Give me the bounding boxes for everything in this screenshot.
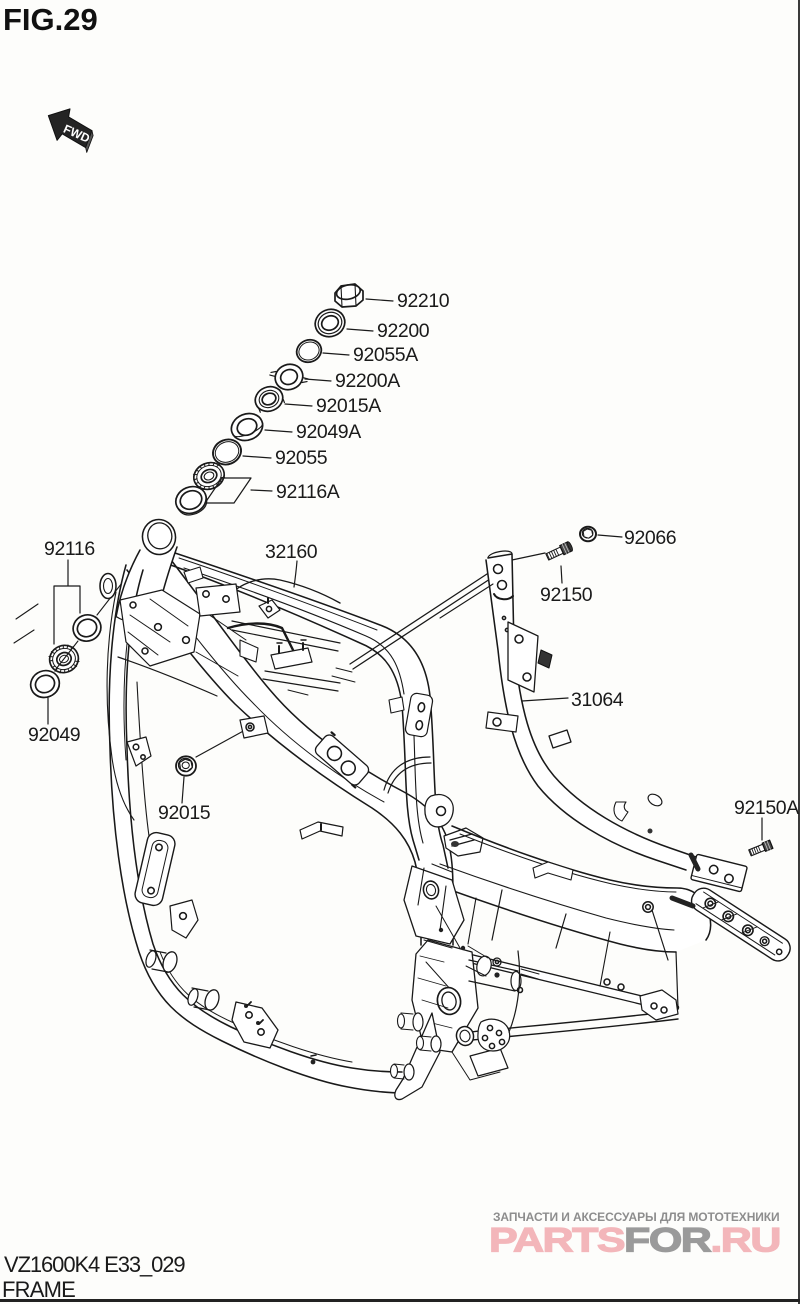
svg-text:92150: 92150 <box>540 584 593 606</box>
svg-text:92055A: 92055A <box>353 344 418 366</box>
svg-text:92150A: 92150A <box>734 797 799 819</box>
svg-text:92015A: 92015A <box>316 395 381 417</box>
svg-text:92049: 92049 <box>28 724 80 746</box>
svg-text:92015: 92015 <box>158 802 211 824</box>
svg-text:92055: 92055 <box>275 447 328 469</box>
svg-text:92200A: 92200A <box>335 370 400 392</box>
svg-text:92116: 92116 <box>44 538 95 560</box>
svg-text:31064: 31064 <box>571 689 624 711</box>
svg-text:92116A: 92116A <box>276 481 340 503</box>
svg-text:92210: 92210 <box>397 290 450 312</box>
svg-text:32160: 32160 <box>265 541 318 563</box>
svg-text:92200: 92200 <box>377 320 430 342</box>
svg-text:92066: 92066 <box>624 527 676 549</box>
svg-text:92049A: 92049A <box>296 421 361 443</box>
